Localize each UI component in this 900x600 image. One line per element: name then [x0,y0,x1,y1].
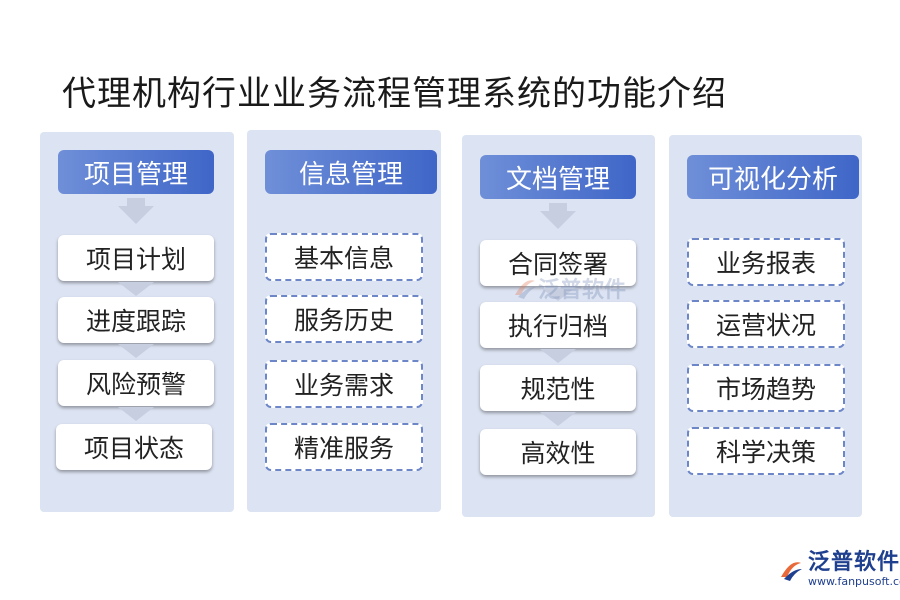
flow-arrow-stem [549,203,567,211]
flow-arrow-down-icon [118,282,154,296]
box-business-demand: 业务需求 [265,360,423,408]
flow-arrow-down-icon [118,407,154,421]
box-operation-status: 运营状况 [687,300,845,348]
column-header-visual-analysis: 可视化分析 [687,155,859,199]
brand-logo: 泛普软件 www.fanpusoft.com [778,552,900,587]
column-header-project-management: 项目管理 [58,150,214,194]
box-scientific-decision: 科学决策 [687,427,845,475]
box-execution-archive: 执行归档 [480,302,636,348]
box-standardization: 规范性 [480,365,636,411]
box-contract-signing: 合同签署 [480,240,636,286]
box-basic-info: 基本信息 [265,233,423,281]
flow-arrow-down-icon [540,412,576,426]
watermark-logo-icon [515,280,536,299]
flow-arrow-stem [127,198,145,206]
flow-arrow-down-icon [540,211,576,229]
box-efficiency: 高效性 [480,429,636,475]
flow-arrow-down-icon [118,344,154,358]
flow-arrow-down-icon [540,287,576,301]
logo-url: www.fanpusoft.com [808,575,900,588]
logo-name: 泛普软件 [808,550,900,575]
box-precise-service: 精准服务 [265,423,423,471]
flow-arrow-down-icon [118,206,154,224]
page-title: 代理机构行业业务流程管理系统的功能介绍 [62,74,727,114]
box-service-history: 服务历史 [265,295,423,343]
box-market-trend: 市场趋势 [687,364,845,412]
flow-arrow-down-icon [540,349,576,363]
box-progress-tracking: 进度跟踪 [58,297,214,343]
box-project-status: 项目状态 [56,424,212,470]
box-risk-warning: 风险预警 [58,360,214,406]
watermark-text: 泛普软件 [538,278,627,303]
column-header-doc-management: 文档管理 [480,155,636,199]
column-header-info-management: 信息管理 [265,150,437,194]
box-project-plan: 项目计划 [58,235,214,281]
watermark: 泛普软件 [512,272,626,304]
box-business-report: 业务报表 [687,238,845,286]
fanpu-logo-icon [781,561,802,581]
